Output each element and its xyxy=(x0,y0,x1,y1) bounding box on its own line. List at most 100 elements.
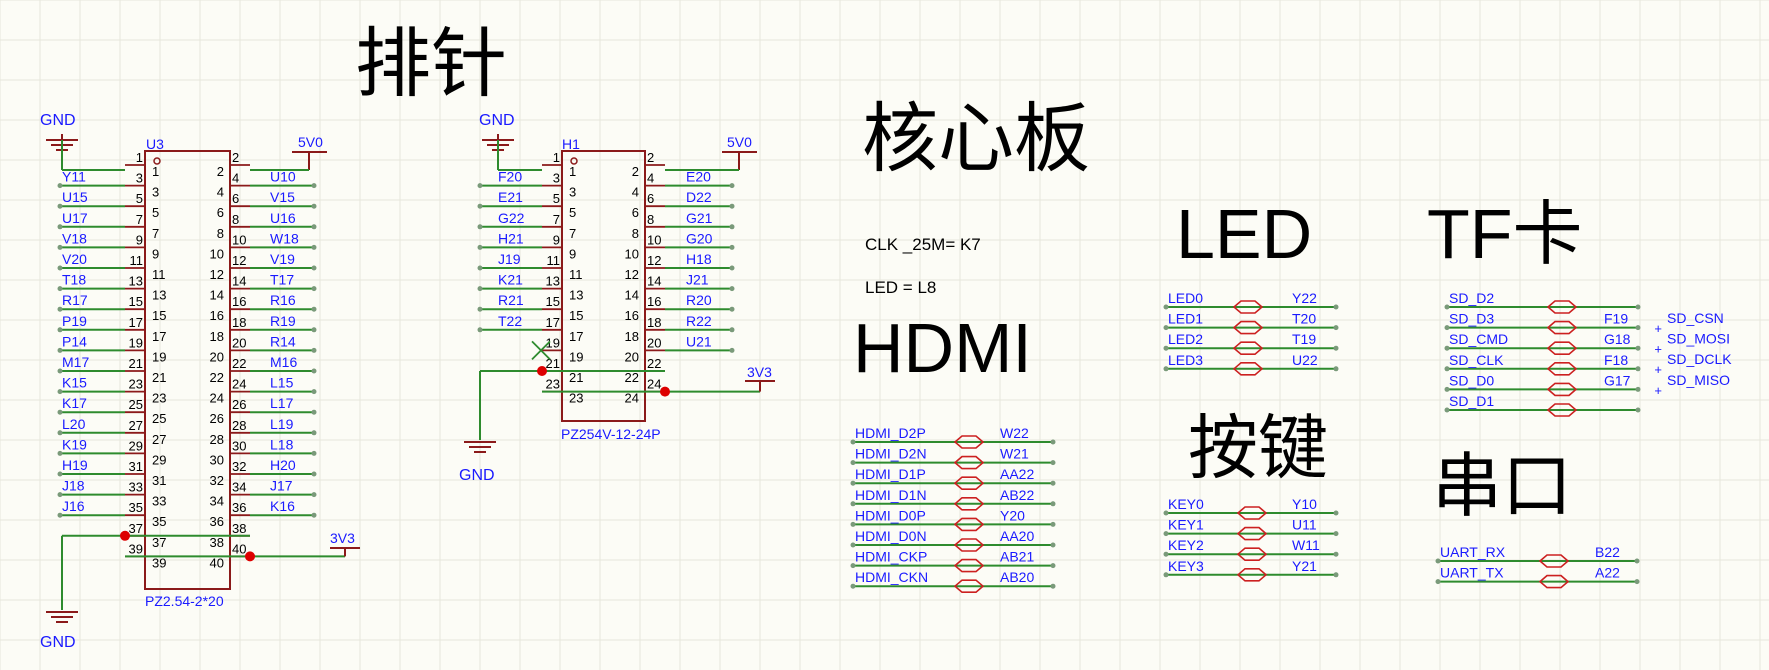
u3-3v3-label: 3V3 xyxy=(330,530,355,546)
u3-pin-inner-number: 20 xyxy=(210,349,224,364)
uart-net-label: UART_TX xyxy=(1440,565,1504,581)
wire-end-dot xyxy=(1635,345,1641,351)
h1-pin-inner-number: 7 xyxy=(569,226,576,241)
h1-pin-inner-number: 16 xyxy=(625,308,639,323)
h1-pin-inner-number: 2 xyxy=(632,164,639,179)
wire-end-dot xyxy=(311,368,317,374)
wire-end-dot xyxy=(1444,345,1450,351)
key-pin-label: Y21 xyxy=(1292,558,1317,574)
wire-end-dot xyxy=(311,512,317,518)
hdmi-pin-label: AB21 xyxy=(1000,549,1034,565)
u3-pin-number: 33 xyxy=(129,480,143,495)
hdmi-net-label: HDMI_CKP xyxy=(855,549,927,565)
wire-end-dot xyxy=(477,224,483,230)
net-port xyxy=(953,455,985,470)
u3-net-label: U17 xyxy=(62,210,88,226)
wire-end-dot xyxy=(850,583,856,589)
wire-end-dot xyxy=(57,471,63,477)
u3-net-label: K15 xyxy=(62,375,87,391)
u3-pin-number: 38 xyxy=(232,521,246,536)
h1-designator: H1 xyxy=(562,136,580,152)
u3-pin-number: 31 xyxy=(129,459,143,474)
wire-end-dot xyxy=(850,542,856,548)
hdmi-net-label: HDMI_CKN xyxy=(855,569,928,585)
wire-end-dot xyxy=(1050,439,1056,445)
hdmi-net-label: HDMI_D2N xyxy=(855,446,927,462)
u3-net-label: T18 xyxy=(62,272,86,288)
h1-net-label: R20 xyxy=(686,292,712,308)
h1-net-label: D22 xyxy=(686,189,712,205)
h1-pin-inner-number: 24 xyxy=(625,391,639,406)
no-connect-mark xyxy=(531,340,551,361)
key-net-label: KEY1 xyxy=(1168,517,1204,533)
u3-pin-inner-number: 14 xyxy=(210,288,224,303)
u3-pin-number: 35 xyxy=(129,500,143,515)
net-port xyxy=(1236,547,1268,562)
h1-net-label: G21 xyxy=(686,210,713,226)
sd-net-label: SD_D1 xyxy=(1449,393,1494,409)
u3-net-label: V15 xyxy=(270,189,295,205)
junction-dot xyxy=(120,530,130,541)
u3-pin-inner-number: 2 xyxy=(217,164,224,179)
u3-pin-inner-number: 12 xyxy=(210,267,224,282)
u3-pin-inner-number: 3 xyxy=(152,185,159,200)
title-tf: TF卡 xyxy=(1427,195,1583,273)
wire-end-dot xyxy=(57,244,63,250)
u3-pin-inner-number: 28 xyxy=(210,432,224,447)
u3-pin-number: 5 xyxy=(136,191,143,206)
u3-pin1-marker xyxy=(153,157,161,165)
wire-end-dot xyxy=(477,306,483,312)
sd-alias-marker: + xyxy=(1654,383,1662,398)
u3-net-label: R17 xyxy=(62,292,88,308)
wire-end-dot xyxy=(729,224,735,230)
wire-end-dot xyxy=(57,512,63,518)
u3-net-label: H19 xyxy=(62,457,88,473)
wire-end-dot xyxy=(311,430,317,436)
u3-net-label: L18 xyxy=(270,436,294,452)
net-port xyxy=(1538,574,1570,589)
wire-end-dot xyxy=(1333,366,1339,372)
u3-pin-number: 21 xyxy=(129,356,143,371)
wire-end-dot xyxy=(1050,480,1056,486)
h1-pin-inner-number: 6 xyxy=(632,205,639,220)
net-port xyxy=(1546,320,1578,335)
h1-pin1-marker xyxy=(570,157,578,165)
wire-end-dot xyxy=(1050,563,1056,569)
key-net-label: KEY3 xyxy=(1168,558,1204,574)
hdmi-net-label: HDMI_D0P xyxy=(855,507,926,523)
h1-pin-number: 18 xyxy=(647,315,661,330)
wire-end-dot xyxy=(1635,366,1641,372)
wire-end-dot xyxy=(1163,510,1169,516)
u3-pin-number: 27 xyxy=(129,418,143,433)
sd-net-label: SD_CLK xyxy=(1449,352,1504,368)
h1-net-label: K21 xyxy=(498,272,523,288)
u3-pin-inner-number: 10 xyxy=(210,246,224,261)
u3-pin-number: 3 xyxy=(136,171,143,186)
led-pin-label: T19 xyxy=(1292,331,1316,347)
junction-dot xyxy=(660,386,670,397)
hdmi-pin-label: AA22 xyxy=(1000,466,1034,482)
u3-pin-number: 32 xyxy=(232,459,246,474)
u3-pin-inner-number: 35 xyxy=(152,514,166,529)
wire-end-dot xyxy=(1163,572,1169,578)
title-uart: 串口 xyxy=(1432,447,1572,525)
h1-pin-inner-number: 22 xyxy=(625,370,639,385)
h1-pin-number: 17 xyxy=(546,315,560,330)
hdmi-net-label: HDMI_D1P xyxy=(855,466,926,482)
led-net-label: LED3 xyxy=(1168,352,1203,368)
wire-end-dot xyxy=(57,409,63,415)
wire-end-dot xyxy=(57,203,63,209)
h1-net-label: H21 xyxy=(498,230,524,246)
net-port xyxy=(1232,341,1264,356)
u3-pin-number: 34 xyxy=(232,480,246,495)
h1-pin-inner-number: 12 xyxy=(625,267,639,282)
wire-end-dot xyxy=(1050,583,1056,589)
net-port xyxy=(1236,526,1268,541)
junction-dot xyxy=(537,366,547,376)
u3-net-label: R14 xyxy=(270,333,296,349)
net-port xyxy=(1546,403,1578,417)
title-key: 按键 xyxy=(1188,409,1328,487)
wire-end-dot xyxy=(850,521,856,527)
junction-dot xyxy=(245,551,255,562)
